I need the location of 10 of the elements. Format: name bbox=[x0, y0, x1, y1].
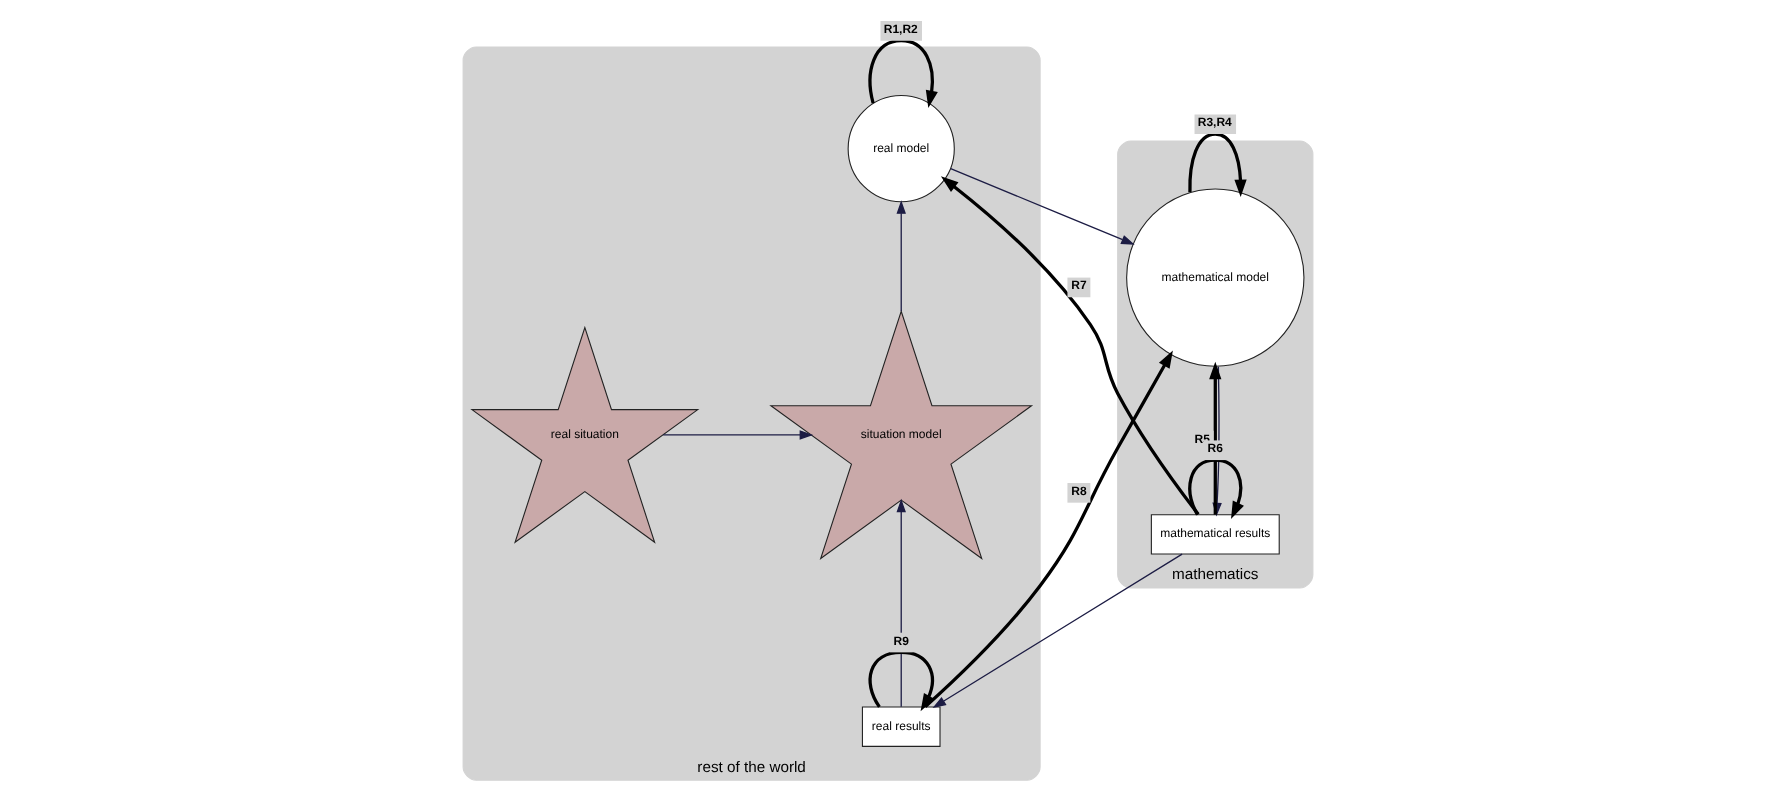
arrow bbox=[896, 200, 906, 312]
arrow bbox=[1188, 132, 1247, 198]
arrow bbox=[868, 650, 935, 712]
arrow bbox=[950, 168, 1135, 245]
arrow bbox=[940, 176, 1200, 516]
arrow bbox=[924, 350, 1173, 708]
arrow bbox=[896, 498, 906, 708]
arrow bbox=[868, 39, 938, 109]
arrow bbox=[662, 430, 814, 440]
arrow bbox=[932, 553, 1183, 709]
